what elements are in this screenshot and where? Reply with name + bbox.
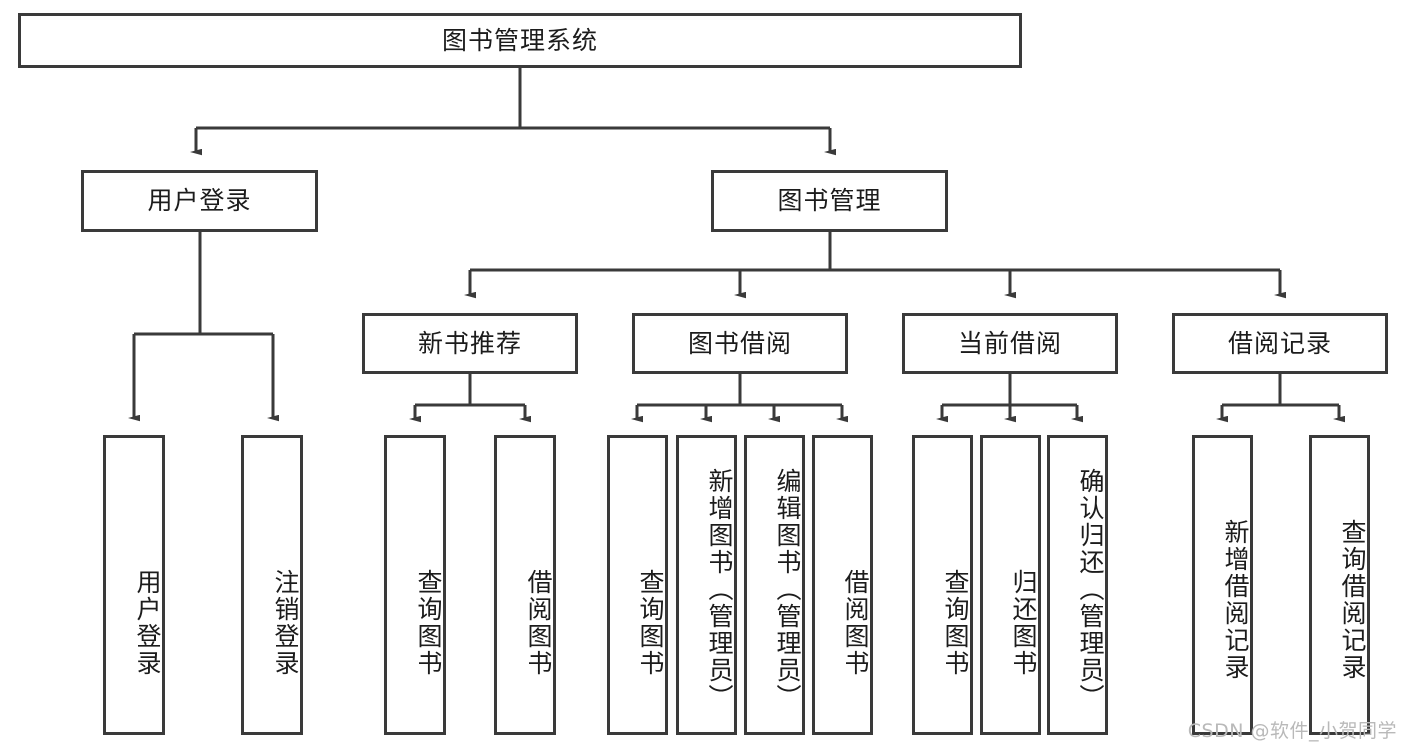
- node-user-login[interactable]: 用户登录: [81, 170, 318, 232]
- node-leaf-user-login[interactable]: 用户登录: [103, 435, 165, 735]
- node-label: 图书管理: [777, 186, 882, 216]
- node-label: 新增借阅记录: [1221, 519, 1250, 681]
- node-label: 新增图书（管理员）: [705, 467, 734, 711]
- node-label: 查询图书: [636, 568, 665, 677]
- node-label: 新书推荐: [417, 328, 522, 358]
- node-leaf-logout-login[interactable]: 注销登录: [241, 435, 303, 735]
- node-label: 图书管理系统: [441, 25, 598, 55]
- node-leaf-add-borrow-record[interactable]: 新增借阅记录: [1192, 435, 1253, 735]
- node-book-manage[interactable]: 图书管理: [711, 170, 948, 232]
- node-leaf-return-book[interactable]: 归还图书: [980, 435, 1041, 735]
- node-leaf-query-book-1[interactable]: 查询图书: [384, 435, 446, 735]
- node-current-borrow[interactable]: 当前借阅: [902, 313, 1118, 374]
- node-label: 借阅图书: [524, 568, 553, 677]
- node-label: 用户登录: [147, 186, 252, 216]
- node-leaf-query-book-3[interactable]: 查询图书: [912, 435, 973, 735]
- node-root-book-management-system[interactable]: 图书管理系统: [18, 13, 1022, 68]
- node-label: 查询图书: [941, 568, 970, 677]
- watermark-text: CSDN @软件_小贺同学: [1187, 720, 1397, 742]
- node-borrow-record[interactable]: 借阅记录: [1172, 313, 1388, 374]
- node-leaf-confirm-return[interactable]: 确认归还（管理员）: [1047, 435, 1108, 735]
- node-leaf-add-book[interactable]: 新增图书（管理员）: [676, 435, 737, 735]
- node-label: 归还图书: [1009, 568, 1038, 677]
- node-book-borrow[interactable]: 图书借阅: [632, 313, 848, 374]
- node-label: 注销登录: [271, 568, 300, 677]
- node-label: 查询借阅记录: [1338, 519, 1367, 681]
- node-label: 当前借阅: [957, 328, 1062, 358]
- node-new-book-recommend[interactable]: 新书推荐: [362, 313, 578, 374]
- node-label: 确认归还（管理员）: [1076, 467, 1105, 711]
- node-label: 借阅记录: [1227, 328, 1332, 358]
- node-label: 图书借阅: [687, 328, 792, 358]
- node-label: 借阅图书: [841, 568, 870, 677]
- node-label: 查询图书: [414, 568, 443, 677]
- node-leaf-edit-book[interactable]: 编辑图书（管理员）: [744, 435, 805, 735]
- node-leaf-query-borrow-record[interactable]: 查询借阅记录: [1309, 435, 1370, 735]
- node-leaf-borrow-book-1[interactable]: 借阅图书: [494, 435, 556, 735]
- node-label: 编辑图书（管理员）: [773, 467, 802, 711]
- node-leaf-borrow-book-2[interactable]: 借阅图书: [812, 435, 873, 735]
- node-leaf-query-book-2[interactable]: 查询图书: [607, 435, 668, 735]
- node-label: 用户登录: [133, 568, 162, 677]
